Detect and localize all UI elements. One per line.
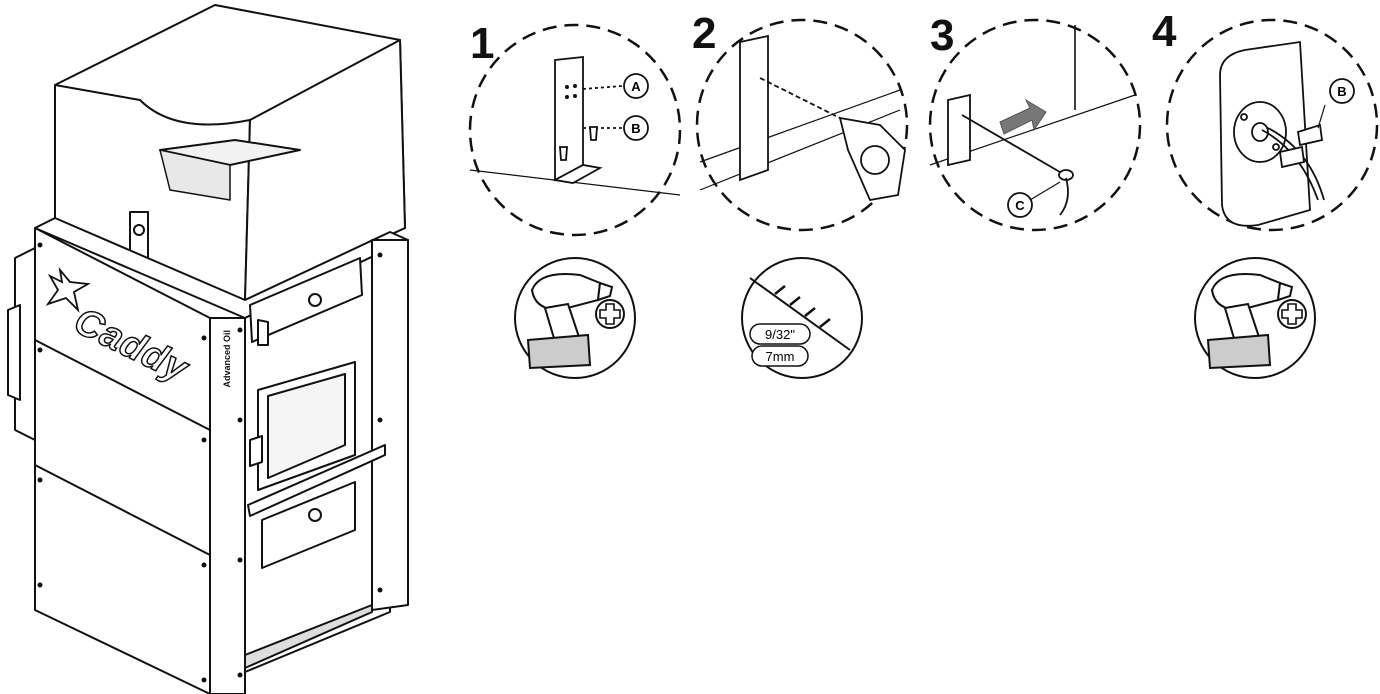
step-4-number: 4 (1152, 7, 1177, 56)
callout-a-label: A (631, 79, 641, 94)
bit-size-imperial: 9/32" (765, 327, 795, 342)
phillips-bit-icon (1277, 299, 1307, 329)
bit-size-metric: 7mm (766, 349, 795, 364)
callout-b-circle (623, 115, 649, 141)
bit-size-imperial-pill (749, 323, 811, 345)
star-logo-icon (45, 266, 91, 313)
step-2-drilling (699, 34, 906, 202)
tool-1-circle (514, 257, 636, 379)
step-3-number: 3 (930, 11, 955, 60)
step-1-detail-circle (468, 23, 682, 237)
step-3-detail-circle (928, 18, 1142, 232)
tool-2-circle (741, 257, 863, 379)
step-1-bracket (469, 55, 681, 196)
callout-c-label: C (1015, 198, 1025, 213)
hopper-right (244, 39, 406, 301)
callout-c-circle (1007, 192, 1033, 218)
furnace-illustration (7, 4, 409, 694)
insert-direction-arrow-icon (999, 98, 1047, 135)
drill-bit-icon (749, 277, 851, 351)
step-3-wire (929, 25, 1136, 216)
cabinet-front (34, 227, 211, 694)
callout-b-step4-label: B (1337, 84, 1346, 99)
tool-3-circle (1194, 257, 1316, 379)
drill-icon (526, 273, 614, 370)
step-2-number: 2 (692, 9, 717, 58)
cabinet-post (371, 239, 409, 611)
callout-b-step4-circle (1329, 78, 1355, 104)
callout-a-circle (623, 73, 649, 99)
phillips-bit-icon (595, 299, 625, 329)
drill-icon (1206, 273, 1294, 370)
bit-size-metric-pill (751, 345, 809, 367)
step-4-grommet (1219, 40, 1326, 227)
step-4-detail-circle (1165, 18, 1379, 232)
step-1-number: 1 (470, 19, 495, 68)
callout-b-label: B (631, 121, 640, 136)
step-2-detail-circle (695, 18, 909, 232)
cabinet-corner (209, 317, 246, 694)
